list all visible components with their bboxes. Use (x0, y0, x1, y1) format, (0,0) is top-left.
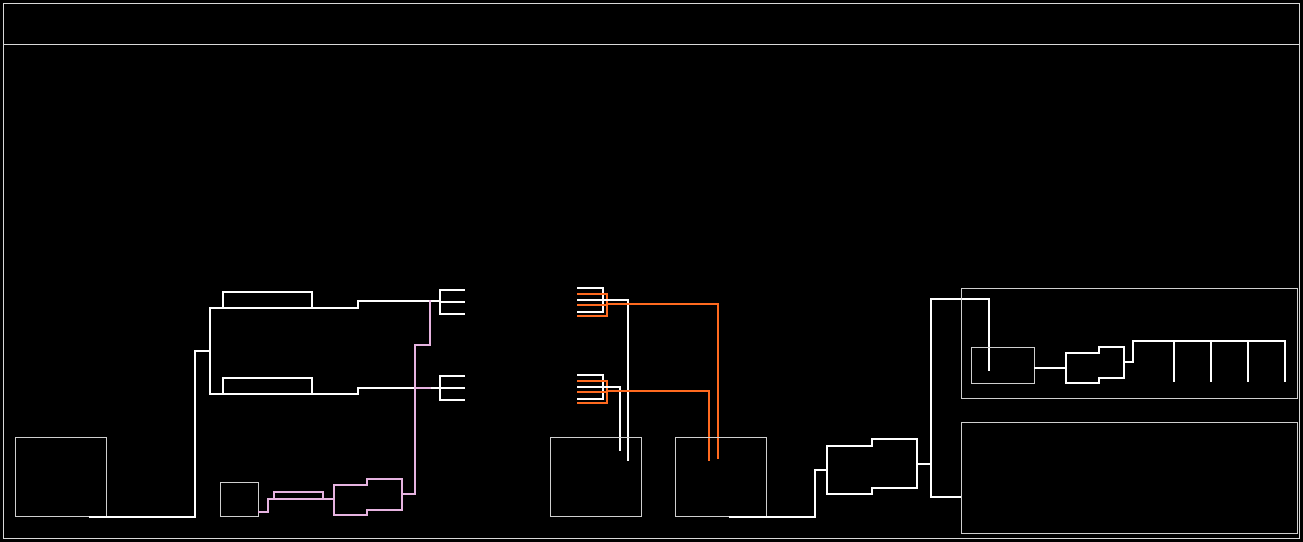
small-box-pink (220, 482, 259, 517)
white-wire-to-box-a (602, 299, 629, 461)
middle-box-b (675, 437, 767, 517)
right-block-wire (826, 438, 918, 495)
right-bus-wire (916, 298, 990, 465)
lower-branch-wire (209, 387, 441, 395)
orange-wire-to-box-b (606, 303, 719, 459)
right-bus-lower-wire (930, 463, 962, 498)
upper-right-panel (961, 288, 1298, 399)
white-wire-to-box-a-2 (602, 386, 621, 451)
pink-wire-box-top (333, 478, 403, 500)
lower-bump-wire (222, 377, 313, 395)
inner-out-wire (1123, 340, 1286, 382)
main-feed-wire (89, 350, 211, 518)
source-box-left (15, 437, 107, 517)
inner-block-wire (1065, 346, 1125, 384)
upper-branch-wire (209, 300, 441, 395)
middle-box-a (550, 437, 642, 517)
right-feed-wire (729, 469, 828, 518)
upper-bump-wire (222, 291, 313, 309)
lower-right-panel (961, 422, 1298, 534)
pink-wire-upper (273, 491, 324, 500)
inner-small-box (971, 347, 1035, 384)
outer-frame (3, 3, 1300, 539)
pink-wire-lower (258, 300, 431, 516)
orange-wire-to-box-b-2 (606, 390, 710, 461)
